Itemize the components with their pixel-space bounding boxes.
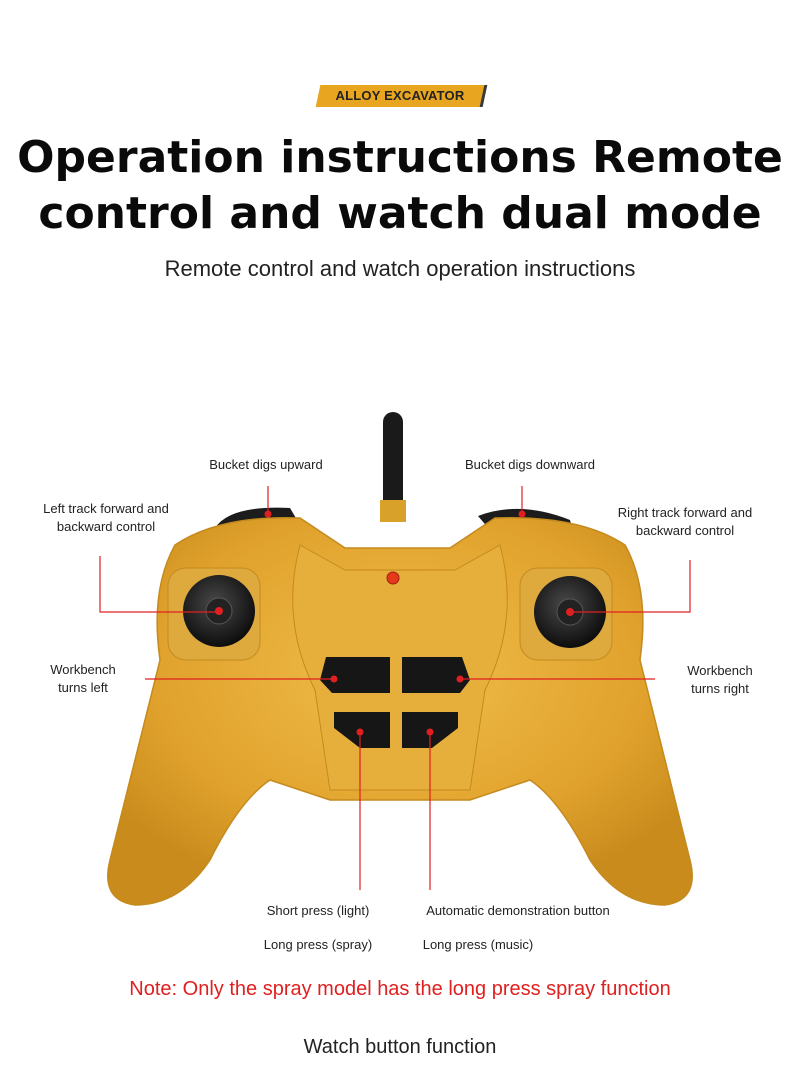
label-right-track: Right track forward and backward control (617, 505, 753, 538)
label-long-press-spray: Long press (spray) (263, 937, 373, 952)
page-subtitle: Remote control and watch operation instr… (164, 256, 636, 281)
page-title-line2: control and watch dual mode (38, 188, 762, 239)
label-long-press-music: Long press (music) (422, 937, 534, 952)
label-auto-demo: Automatic demonstration button (426, 903, 610, 918)
badge-label: ALLOY EXCAVATOR (335, 88, 465, 103)
label-workbench-right: Workbench turns right (687, 663, 753, 696)
power-led-icon (386, 571, 400, 585)
callout-dots (264, 510, 526, 736)
workbench-right-button[interactable] (402, 657, 470, 693)
page-title-line1: Operation instructions Remote (17, 132, 783, 183)
label-bucket-up: Bucket digs upward (209, 457, 323, 472)
workbench-left-button[interactable] (320, 657, 390, 693)
label-bucket-down: Bucket digs downward (464, 457, 596, 472)
label-left-track: Left track forward and backward control (43, 501, 169, 534)
label-short-press-light: Short press (light) (266, 903, 370, 918)
spray-note: Note: Only the spray model has the long … (129, 978, 671, 1000)
page-title: Operation instructions Remote control an… (0, 130, 800, 242)
section-heading: Watch button function (303, 1036, 497, 1058)
left-joystick[interactable] (167, 567, 261, 661)
antenna (380, 412, 406, 522)
label-workbench-left: Workbench turns left (50, 662, 116, 695)
right-joystick[interactable] (519, 567, 613, 661)
callout-lines (99, 486, 691, 890)
